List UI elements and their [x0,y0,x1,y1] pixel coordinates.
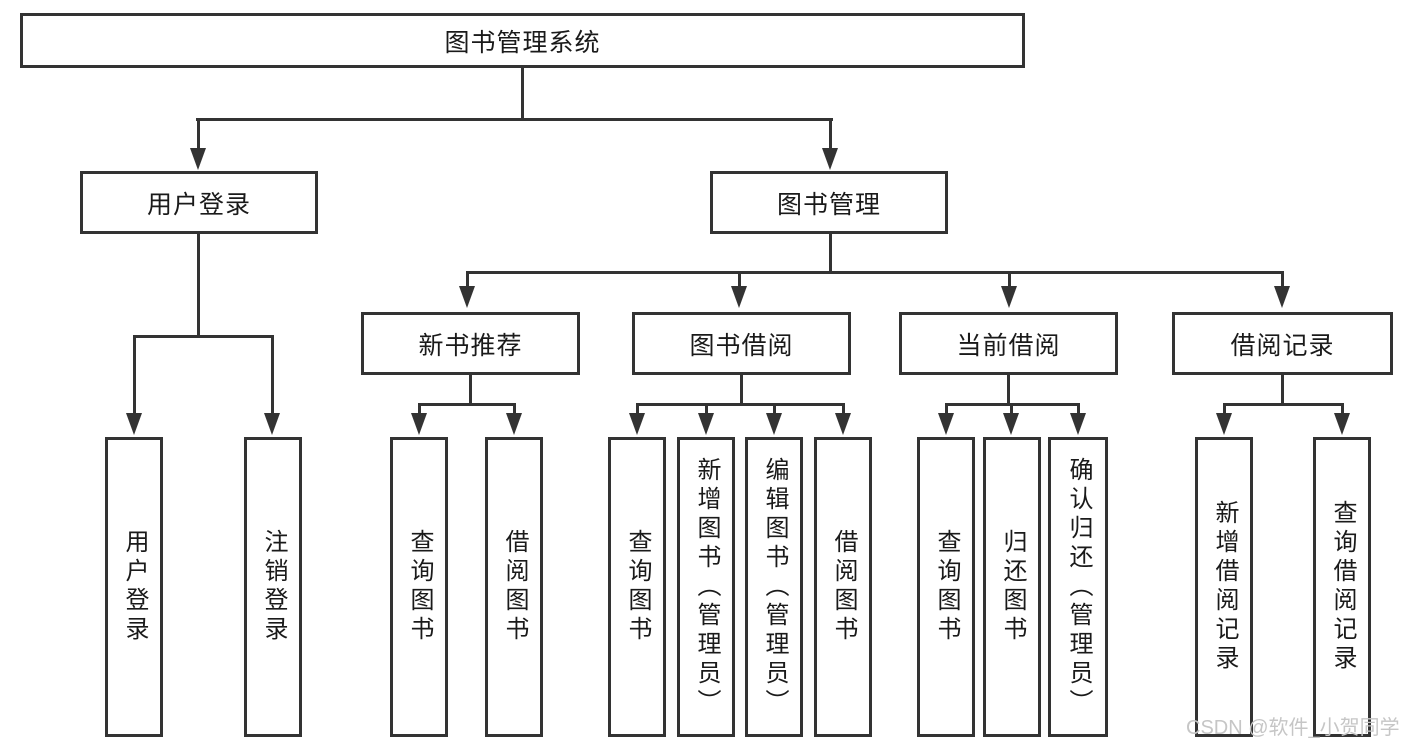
leaf-add-borrow-record: 新增借阅记录 [1195,437,1253,737]
connector-user-login-stem [197,234,200,335]
connector-line [1223,403,1226,415]
connector-line [197,118,200,150]
node-current-borrowing-label: 当前借阅 [956,331,1061,360]
arrow-down-icon [411,413,427,435]
arrow-down-icon [1334,413,1350,435]
leaf-query-book-recommend: 查询图书 [390,437,448,737]
node-book-borrowing-label: 图书借阅 [689,331,794,360]
connector-book-mgmt-hline [466,271,1283,274]
arrow-down-icon [766,413,782,435]
leaf-label: 新增图书（管理员） [693,456,720,718]
arrow-down-icon [938,413,954,435]
connector-line [636,403,639,415]
leaf-borrow-book-recommend: 借阅图书 [485,437,543,737]
connector-line [418,403,421,415]
node-book-management: 图书管理 [710,171,948,234]
connector-line [1077,403,1080,415]
connector-line [513,403,516,415]
node-new-book-recommend-label: 新书推荐 [418,331,523,360]
arrow-down-icon [835,413,851,435]
leaf-add-book-admin: 新增图书（管理员） [677,437,735,737]
connector-root-hline [196,118,833,121]
connector-stem [1007,375,1010,403]
leaf-return-book: 归还图书 [983,437,1041,737]
connector-hline [418,403,516,406]
arrow-down-icon [629,413,645,435]
connector-line [829,118,832,150]
connector-line [1010,403,1013,415]
connector-line [271,335,274,415]
arrow-down-icon [731,286,747,308]
leaf-label: 编辑图书（管理员） [761,456,788,718]
node-user-login: 用户登录 [80,171,318,234]
connector-root-stem [521,68,524,118]
node-current-borrowing: 当前借阅 [899,312,1118,375]
leaf-label: 查询图书 [406,529,433,645]
leaf-logout: 注销登录 [244,437,302,737]
connector-line [773,403,776,415]
arrow-down-icon [190,148,206,170]
connector-line [842,403,845,415]
arrow-down-icon [1274,286,1290,308]
leaf-label: 确认归还（管理员） [1065,456,1092,718]
arrow-down-icon [459,286,475,308]
leaf-borrow-book: 借阅图书 [814,437,872,737]
connector-user-login-hline [133,335,274,338]
arrow-down-icon [264,413,280,435]
connector-line [133,335,136,415]
leaf-edit-book-admin: 编辑图书（管理员） [745,437,803,737]
connector-stem [740,375,743,403]
node-borrowing-records: 借阅记录 [1172,312,1393,375]
arrow-down-icon [1003,413,1019,435]
arrow-down-icon [698,413,714,435]
leaf-label: 新增借阅记录 [1211,500,1238,674]
leaf-label: 借阅图书 [501,529,528,645]
node-borrowing-records-label: 借阅记录 [1230,331,1335,360]
csdn-watermark: CSDN @软件_小贺同学 [1186,717,1400,739]
arrow-down-icon [1001,286,1017,308]
connector-hline [1223,403,1343,406]
leaf-confirm-return-admin: 确认归还（管理员） [1048,437,1108,737]
leaf-query-book-current: 查询图书 [917,437,975,737]
arrow-down-icon [1070,413,1086,435]
connector-line [945,403,948,415]
node-root: 图书管理系统 [20,13,1025,68]
leaf-label: 用户登录 [121,529,148,645]
connector-line [466,271,469,288]
arrow-down-icon [822,148,838,170]
leaf-label: 查询借阅记录 [1329,500,1356,674]
leaf-label: 归还图书 [999,529,1026,645]
connector-stem [1281,375,1284,403]
connector-line [705,403,708,415]
node-user-login-label: 用户登录 [146,190,251,219]
connector-stem [469,375,472,403]
arrow-down-icon [506,413,522,435]
node-book-borrowing: 图书借阅 [632,312,851,375]
leaf-query-book-borrowing: 查询图书 [608,437,666,737]
leaf-query-borrow-record: 查询借阅记录 [1313,437,1371,737]
arrow-down-icon [1216,413,1232,435]
node-new-book-recommend: 新书推荐 [361,312,580,375]
arrow-down-icon [126,413,142,435]
leaf-label: 查询图书 [624,529,651,645]
node-book-management-label: 图书管理 [776,190,881,219]
leaf-label: 查询图书 [933,529,960,645]
leaf-label: 注销登录 [260,529,287,645]
node-root-label: 图书管理系统 [444,28,601,57]
connector-book-mgmt-stem [829,234,832,271]
connector-line [1341,403,1344,415]
leaf-label: 借阅图书 [830,529,857,645]
connector-line [1281,271,1284,288]
connector-line [738,271,741,288]
connector-line [1008,271,1011,288]
connector-hline [636,403,844,406]
leaf-user-login: 用户登录 [105,437,163,737]
